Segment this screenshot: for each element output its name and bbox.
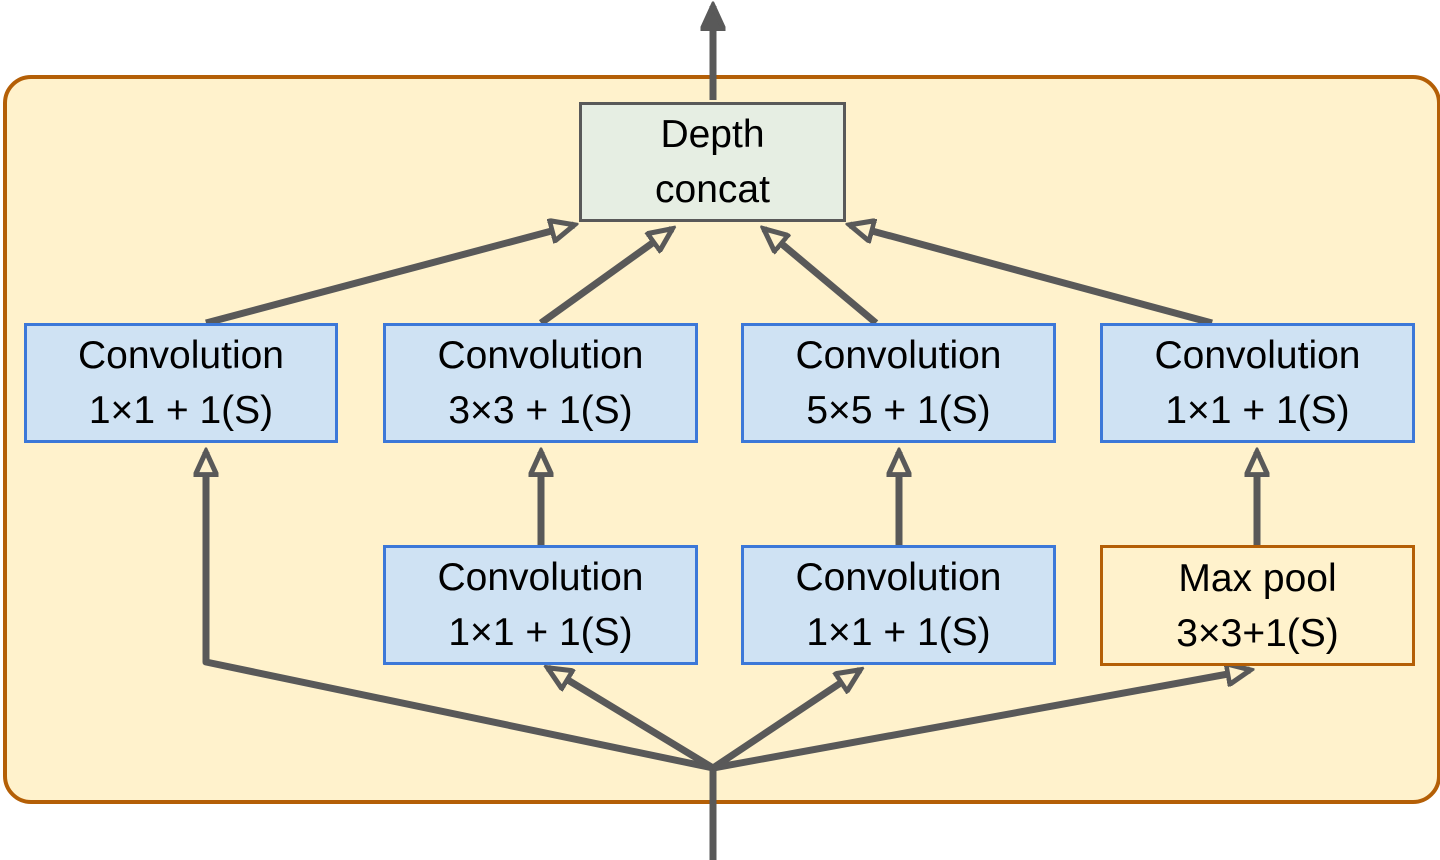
conv-1x1-branch1-box: Convolution 1×1 + 1(S): [24, 323, 338, 443]
conv-1x1-reduce-3x3-title: Convolution: [437, 556, 644, 599]
depth-concat-line2: concat: [655, 168, 770, 211]
depth-concat-box: Depth concat: [579, 102, 846, 222]
conv-5x5-title: Convolution: [795, 334, 1002, 377]
conv-1x1-reduce-3x3-box: Convolution 1×1 + 1(S): [383, 545, 698, 665]
arrow-split-to-conv-e: [548, 668, 715, 771]
arrow-conv-b-to-concat: [538, 229, 672, 326]
conv-1x1-pool-proj-box: Convolution 1×1 + 1(S): [1100, 323, 1415, 443]
conv-1x1-reduce-3x3-spec: 1×1 + 1(S): [448, 611, 633, 654]
max-pool-title: Max pool: [1178, 556, 1337, 600]
conv-5x5-box: Convolution 5×5 + 1(S): [741, 323, 1056, 443]
conv-1x1-reduce-5x5-spec: 1×1 + 1(S): [806, 611, 991, 654]
arrow-conv-a-to-concat: [205, 225, 574, 327]
conv-3x3-box: Convolution 3×3 + 1(S): [383, 323, 698, 443]
arrow-conv-c-to-concat: [764, 229, 879, 326]
conv-1x1-reduce-5x5-box: Convolution 1×1 + 1(S): [741, 545, 1056, 665]
max-pool-spec: 3×3+1(S): [1176, 611, 1339, 655]
depth-concat-line1: Depth: [660, 113, 765, 156]
arrow-split-to-conv-a: [206, 452, 714, 772]
conv-1x1-branch1-spec: 1×1 + 1(S): [88, 389, 274, 432]
conv-3x3-title: Convolution: [437, 334, 644, 377]
conv-1x1-pool-proj-title: Convolution: [1154, 334, 1361, 377]
conv-5x5-spec: 5×5 + 1(S): [806, 389, 991, 432]
conv-1x1-reduce-5x5-title: Convolution: [795, 556, 1002, 599]
max-pool-box: Max pool 3×3+1(S): [1100, 545, 1415, 666]
conv-1x1-pool-proj-spec: 1×1 + 1(S): [1165, 389, 1350, 432]
arrow-split-to-conv-f: [711, 670, 860, 771]
arrow-conv-d-to-concat: [850, 225, 1213, 327]
conv-1x1-branch1-title: Convolution: [78, 334, 284, 377]
arrow-split-to-max-pool: [712, 670, 1250, 772]
conv-3x3-spec: 3×3 + 1(S): [448, 389, 633, 432]
